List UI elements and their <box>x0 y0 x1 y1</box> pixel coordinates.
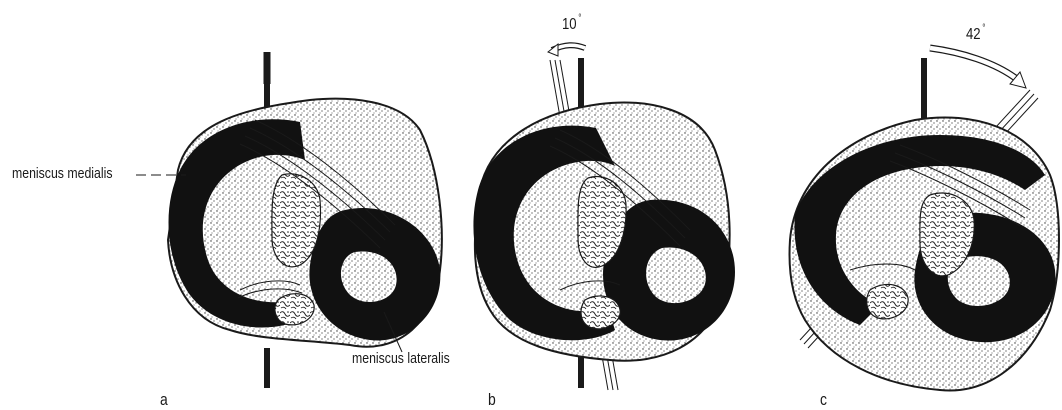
angle-label-b: 10° <box>562 16 582 34</box>
label-meniscus-medialis: meniscus medialis <box>12 165 112 182</box>
panel-a-drawing <box>168 52 442 388</box>
label-meniscus-lateralis: meniscus lateralis <box>352 350 450 367</box>
panel-a-axis-bottom <box>264 348 270 388</box>
panel-label-a: a <box>160 390 168 410</box>
angle-value-c: 42 <box>966 26 981 43</box>
panel-label-c: c <box>820 390 827 410</box>
panel-b-drawing <box>473 44 735 390</box>
angle-label-c: 42° <box>966 26 986 44</box>
degree-symbol-b: ° <box>578 13 581 24</box>
degree-symbol-c: ° <box>982 23 985 34</box>
angle-value-b: 10 <box>562 16 577 33</box>
panel-c-rotation-arrow <box>930 48 1018 80</box>
panel-c-drawing <box>790 48 1059 390</box>
panel-label-b: b <box>488 390 496 410</box>
